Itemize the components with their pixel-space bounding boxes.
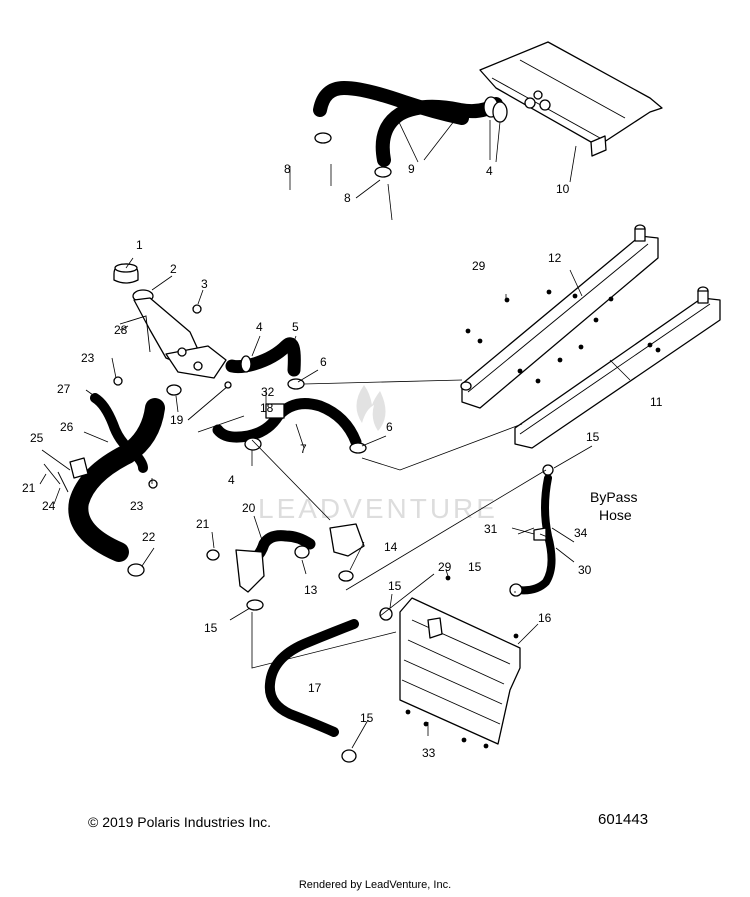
leader-lines (39, 115, 631, 749)
callout-26: 26 (60, 420, 74, 434)
callout-24: 24 (42, 499, 56, 513)
callout-5: 5 (292, 320, 299, 334)
tube-18 (187, 381, 232, 421)
callout-3: 3 (201, 277, 208, 291)
filler-cap-1 (113, 263, 139, 284)
bypass-hose-note: ByPass Hose (590, 489, 637, 523)
callout-15-right: 15 (468, 560, 482, 574)
callout-29-upper: 29 (472, 259, 486, 273)
bypass-note-line2: Hose (599, 507, 632, 523)
radiator-16 (399, 575, 521, 749)
callout-8-lower: 8 (344, 191, 351, 205)
callout-13: 13 (304, 583, 318, 597)
callout-19: 19 (170, 413, 184, 427)
callout-6-lower: 6 (386, 420, 393, 434)
bypass-note-line1: ByPass (590, 489, 637, 505)
callout-17: 17 (308, 681, 322, 695)
channel-11 (514, 286, 721, 449)
callout-22: 22 (142, 530, 156, 544)
screw-3 (192, 304, 202, 314)
callout-2: 2 (170, 262, 177, 276)
callout-31: 31 (484, 522, 498, 536)
callout-14: 14 (384, 540, 398, 554)
watermark-text: LEADVENTURE (258, 493, 498, 524)
callout-16: 16 (538, 611, 552, 625)
callout-33: 33 (422, 746, 436, 760)
screws-29 (465, 289, 661, 384)
callout-4-mid: 4 (256, 320, 263, 334)
coolant-hose-9 (313, 81, 503, 167)
callout-1: 1 (136, 238, 143, 252)
callout-20: 20 (242, 501, 256, 515)
rendered-by-credit: Rendered by LeadVenture, Inc. (298, 879, 452, 891)
callout-6-upper: 6 (320, 355, 327, 369)
lower-hose-26 (68, 393, 165, 577)
callout-18: 18 (260, 401, 274, 415)
callout-34: 34 (574, 526, 588, 540)
callout-27: 27 (57, 382, 71, 396)
callout-11: 11 (650, 395, 663, 409)
bracket-25 (69, 457, 89, 479)
callout-15-top: 15 (586, 430, 600, 444)
bracket-28 (119, 315, 151, 353)
callout-10: 10 (556, 182, 570, 196)
radiator-guard-10 (479, 41, 663, 157)
callout-21-left: 21 (22, 481, 36, 495)
clamp-19 (166, 384, 182, 396)
callout-23-upper: 23 (81, 351, 95, 365)
callout-12: 12 (548, 251, 562, 265)
callout-32: 32 (261, 385, 275, 399)
callout-9: 9 (408, 162, 415, 176)
hose-clamps-8 (314, 132, 392, 178)
copyright-notice: © 2019 Polaris Industries Inc. (88, 814, 272, 830)
callout-8-upper: 8 (284, 162, 291, 176)
filler-neck-2 (132, 289, 227, 379)
callout-21-mid: 21 (196, 517, 210, 531)
caps-23 (113, 376, 158, 489)
channel-12 (460, 224, 659, 409)
callout-15-left: 15 (204, 621, 218, 635)
callout-4-top: 4 (486, 164, 493, 178)
bypass-hose-30 (509, 464, 556, 597)
callout-4-lower: 4 (228, 473, 235, 487)
watermark: LEADVENTURE (258, 385, 498, 524)
callout-23-lower: 23 (130, 499, 144, 513)
bypass-pipe-20 (206, 530, 316, 611)
callout-30: 30 (578, 563, 592, 577)
callout-29-lower: 29 (438, 560, 452, 574)
coolant-pipe-7 (212, 398, 367, 454)
callout-15-mid: 15 (388, 579, 402, 593)
callout-25: 25 (30, 431, 44, 445)
lower-hose-17 (264, 607, 393, 763)
elbow-hose-5 (225, 337, 305, 390)
callout-7: 7 (300, 442, 307, 456)
pins-21-24 (43, 463, 69, 493)
hose-clamps-4-top (483, 96, 508, 123)
callout-28: 28 (114, 323, 128, 337)
drawing-number: 601443 (598, 811, 649, 828)
thermostat-housing-14 (329, 523, 365, 582)
callout-numbers: 1 2 3 4 5 6 32 18 6 7 4 19 28 23 27 26 2… (22, 162, 663, 760)
callout-15-bottom: 15 (360, 711, 374, 725)
